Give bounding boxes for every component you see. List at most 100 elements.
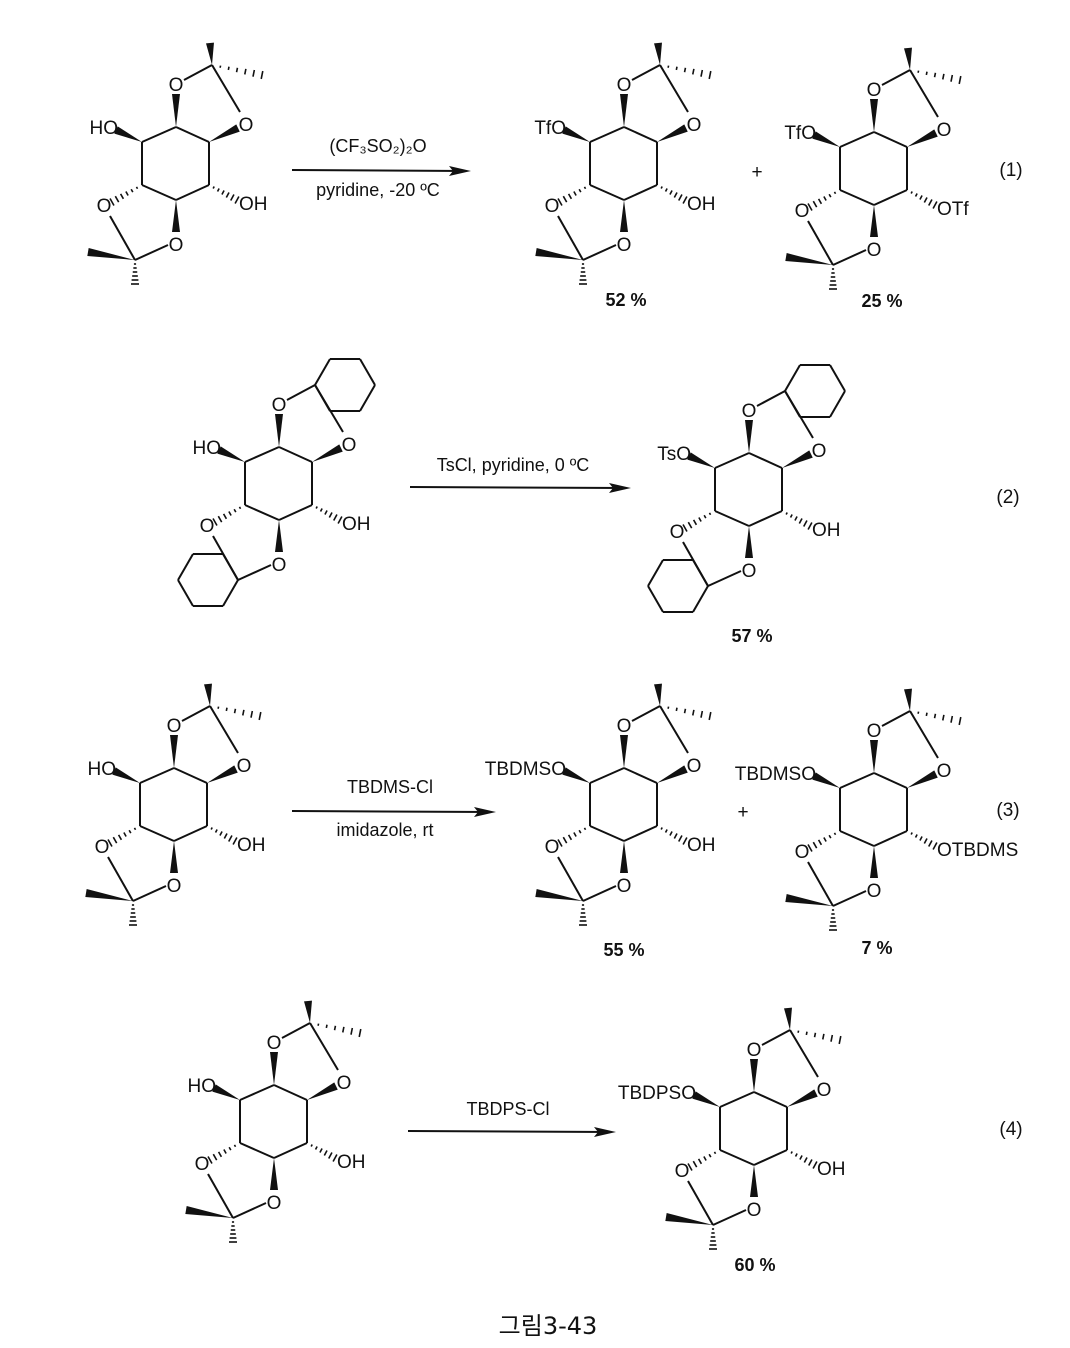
oxygen-label: O [812, 441, 827, 462]
oxygen-label: O [747, 1200, 762, 1221]
hashed-bond [709, 1228, 717, 1250]
yield-1b: 25 % [861, 291, 902, 311]
ring-bond [873, 189, 908, 206]
ring-bond [273, 1142, 308, 1159]
oxygen-label: O [169, 235, 184, 256]
bond [232, 1202, 267, 1219]
cyclohexane-bond [692, 559, 709, 587]
arrow-shaft [291, 810, 491, 813]
oxygen-label: O [337, 1073, 352, 1094]
bond [909, 710, 939, 759]
wedge-bond [170, 841, 178, 873]
wedge-bond [750, 1059, 758, 1092]
bond [557, 856, 584, 902]
ring-bond [239, 1084, 275, 1101]
ring-bond [873, 131, 908, 148]
right-substituent-label: OH [239, 194, 268, 215]
ring-bond [753, 1091, 788, 1108]
bond [209, 705, 239, 754]
right-substituent-label: OH [342, 514, 371, 535]
wedge-bond [785, 253, 833, 265]
hashed-bond [107, 827, 137, 847]
ring-bond [623, 767, 658, 784]
wedge-bond [207, 765, 238, 783]
equation-number-1: (1) [999, 160, 1022, 181]
oxygen-label: O [670, 522, 685, 543]
bond [659, 64, 689, 113]
plus-sign-3: + [737, 802, 748, 823]
hashed-bond [129, 904, 137, 926]
wedge-bond [535, 889, 583, 901]
wedge-bond [112, 767, 140, 783]
bond [207, 1173, 234, 1219]
figure-caption: 그림3-43 [499, 1312, 598, 1340]
ring-bond [839, 830, 875, 847]
oxygen-label: O [95, 837, 110, 858]
ring-bond [239, 1142, 275, 1159]
wedge-bond [787, 1089, 818, 1107]
ring-bond [753, 1149, 788, 1166]
wedge-bond [654, 683, 662, 706]
oxygen-label: O [617, 876, 632, 897]
wedge-bond [784, 1007, 792, 1030]
reagent-2: TsCl, pyridine, 0 ºC [437, 455, 590, 475]
ring-bond [589, 825, 625, 842]
cyclohexane-bond [692, 585, 709, 613]
hashed-bond [217, 706, 262, 721]
arrow-shaft [291, 169, 466, 172]
wedge-bond [217, 446, 245, 462]
wedge-bond [907, 129, 938, 147]
wedge-bond [312, 444, 343, 462]
ring-bond [873, 830, 908, 847]
equation-number-3: (3) [996, 800, 1019, 821]
reagent-1-bottom: pyridine, -20 ºC [316, 180, 440, 200]
arrow-2 [409, 483, 631, 493]
cyclohexane-bond [784, 364, 801, 392]
left-substituent-label: HO [193, 438, 222, 459]
oxygen-label: O [237, 756, 252, 777]
wedge-bond [745, 526, 753, 558]
wedge-bond [785, 894, 833, 906]
oxygen-label: O [795, 842, 810, 863]
wedge-bond [750, 1165, 758, 1197]
right-substituent-label: OH [687, 835, 716, 856]
wedge-bond [270, 1052, 278, 1085]
bond [181, 705, 211, 722]
ring-bond [244, 446, 280, 463]
wedge-bond [307, 1082, 338, 1100]
hashed-bond [829, 909, 837, 931]
cyclohexane-bond [314, 384, 331, 412]
hashed-bond [790, 1151, 818, 1169]
ring-bond [839, 772, 875, 789]
wedge-bond [209, 124, 240, 142]
hashed-bond [910, 191, 938, 209]
oxygen-label: O [742, 561, 757, 582]
bond [134, 244, 169, 261]
oxygen-label: O [342, 435, 357, 456]
oxygen-label: O [687, 756, 702, 777]
oxygen-label: O [817, 1080, 832, 1101]
hashed-bond [212, 186, 240, 204]
right-substituent-label: OH [337, 1152, 366, 1173]
yield-1a: 52 % [605, 290, 646, 310]
bond [107, 856, 134, 902]
cyclohexane-bond [829, 364, 846, 392]
ring-bond [278, 504, 313, 521]
reagent-3-top: TBDMS-Cl [347, 777, 433, 797]
left-substituent-label: TBDMSO [735, 764, 816, 785]
oxygen-label: O [239, 115, 254, 136]
wedge-bond [185, 1206, 233, 1218]
right-substituent-label: OH [812, 520, 841, 541]
bond [557, 215, 584, 261]
hashed-bond [660, 186, 688, 204]
bond [582, 885, 617, 902]
yield-4: 60 % [734, 1255, 775, 1275]
wedge-bond [620, 735, 628, 768]
arrow-1 [291, 166, 471, 176]
wedge-bond [870, 99, 878, 132]
cyclohexane-bond [314, 358, 331, 386]
hashed-bond [219, 65, 264, 80]
wedge-bond [870, 846, 878, 878]
